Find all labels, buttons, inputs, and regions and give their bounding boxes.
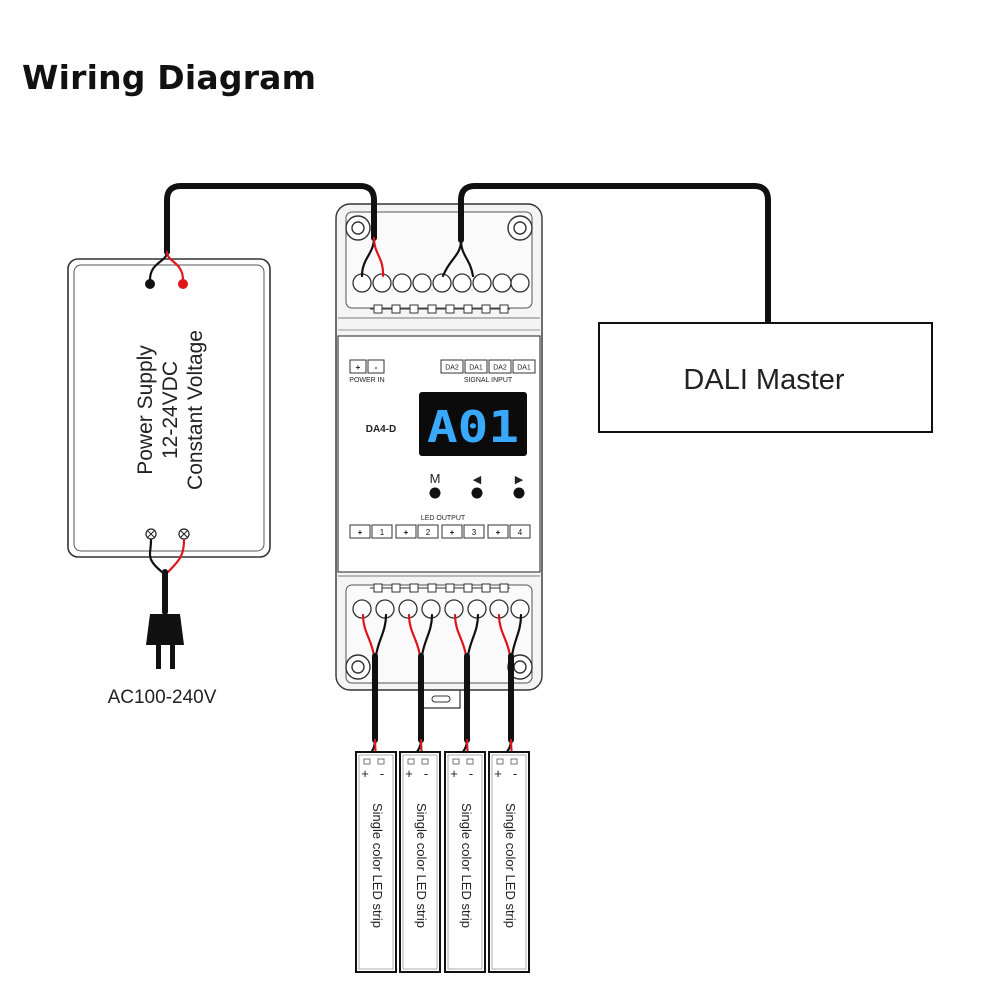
- led-strip-3-minus: -: [469, 766, 473, 781]
- led-strip-3-plus: +: [450, 766, 458, 781]
- led-strip-2-minus: -: [424, 766, 428, 781]
- ac-plug: AC100-240V: [108, 538, 217, 708]
- output-terminal-1: 1: [380, 528, 385, 537]
- output-terminal-3: 3: [472, 528, 477, 537]
- ps-ac-terminal-left: [145, 528, 157, 540]
- power-in-terminals: + - POWER IN: [349, 359, 385, 384]
- led-output-label: LED OUTPUT: [421, 515, 466, 522]
- dali-signal-cable: [441, 183, 771, 324]
- ps-label-line2: 12-24VDC: [159, 361, 182, 459]
- ps-ac-terminal-right: [178, 528, 190, 540]
- signal-input-label: SIGNAL INPUT: [464, 377, 513, 384]
- mounting-screw-top-left: [345, 215, 371, 241]
- led-output-terminals: LED OUTPUT + 1 + 2 + 3 + 4: [349, 515, 531, 539]
- led-strip-2-plus: +: [405, 766, 413, 781]
- output-terminal-2: 2: [426, 528, 431, 537]
- right-button[interactable]: [513, 487, 525, 499]
- power-supply-cable: [148, 183, 385, 282]
- model-label: DA4-D: [366, 424, 397, 435]
- led-strip-3-label: Single color LED strip: [459, 803, 474, 928]
- signal-terminal-da1-b: DA1: [517, 365, 531, 372]
- ps-label-line1: Power Supply: [134, 345, 157, 475]
- mode-button[interactable]: [429, 487, 441, 499]
- digital-display: A01: [419, 392, 527, 456]
- output-terminal-plus-2: +: [404, 528, 409, 537]
- ps-positive-terminal: [178, 279, 188, 289]
- top-terminal-block: [352, 273, 530, 314]
- output-terminal-4: 4: [518, 528, 523, 537]
- controller-device: + - POWER IN DA2 DA1 DA2 DA1 SIGNAL INPU…: [335, 203, 543, 709]
- output-terminal-plus-1: +: [358, 528, 363, 537]
- dali-master-box: DALI Master: [598, 322, 933, 433]
- led-strip-1: + - Single color LED strip: [355, 751, 397, 973]
- signal-terminal-da1-a: DA1: [469, 365, 483, 372]
- led-strip-1-label: Single color LED strip: [370, 803, 385, 928]
- signal-input-terminals: DA2 DA1 DA2 DA1 SIGNAL INPUT: [440, 359, 536, 384]
- led-strip-4-minus: -: [513, 766, 517, 781]
- led-strip-1-minus: -: [380, 766, 384, 781]
- power-terminal-minus: -: [375, 363, 378, 372]
- control-buttons: M ◀ ▶: [429, 471, 525, 499]
- led-strip-2: + - Single color LED strip: [399, 751, 441, 973]
- power-supply: Power Supply 12-24VDC Constant Voltage: [67, 258, 271, 558]
- output-terminal-plus-3: +: [450, 528, 455, 537]
- left-button-label: ◀: [473, 474, 482, 486]
- led-strip-4: + - Single color LED strip: [488, 751, 530, 973]
- led-strip-1-plus: +: [361, 766, 369, 781]
- dali-master-label: DALI Master: [683, 364, 844, 396]
- ps-label-line3: Constant Voltage: [184, 330, 207, 490]
- bottom-terminal-block: [352, 583, 530, 619]
- mounting-screw-bottom-left: [345, 654, 371, 680]
- led-strip-4-plus: +: [494, 766, 502, 781]
- led-strip-2-label: Single color LED strip: [414, 803, 429, 928]
- power-terminal-plus: +: [356, 363, 361, 372]
- led-strip-4-label: Single color LED strip: [503, 803, 518, 928]
- mounting-screw-top-right: [507, 215, 533, 241]
- left-button[interactable]: [471, 487, 483, 499]
- signal-terminal-da2-a: DA2: [445, 365, 459, 372]
- display-readout: A01: [427, 402, 519, 453]
- mode-button-label: M: [430, 471, 441, 486]
- page-title: Wiring Diagram: [22, 58, 317, 97]
- led-strip-3: + - Single color LED strip: [444, 751, 486, 973]
- output-terminal-plus-4: +: [496, 528, 501, 537]
- ps-negative-terminal: [145, 279, 155, 289]
- plug-body: [146, 614, 184, 645]
- right-button-label: ▶: [515, 474, 524, 486]
- ac-label: AC100-240V: [108, 687, 217, 708]
- power-in-label: POWER IN: [349, 377, 384, 384]
- signal-terminal-da2-b: DA2: [493, 365, 507, 372]
